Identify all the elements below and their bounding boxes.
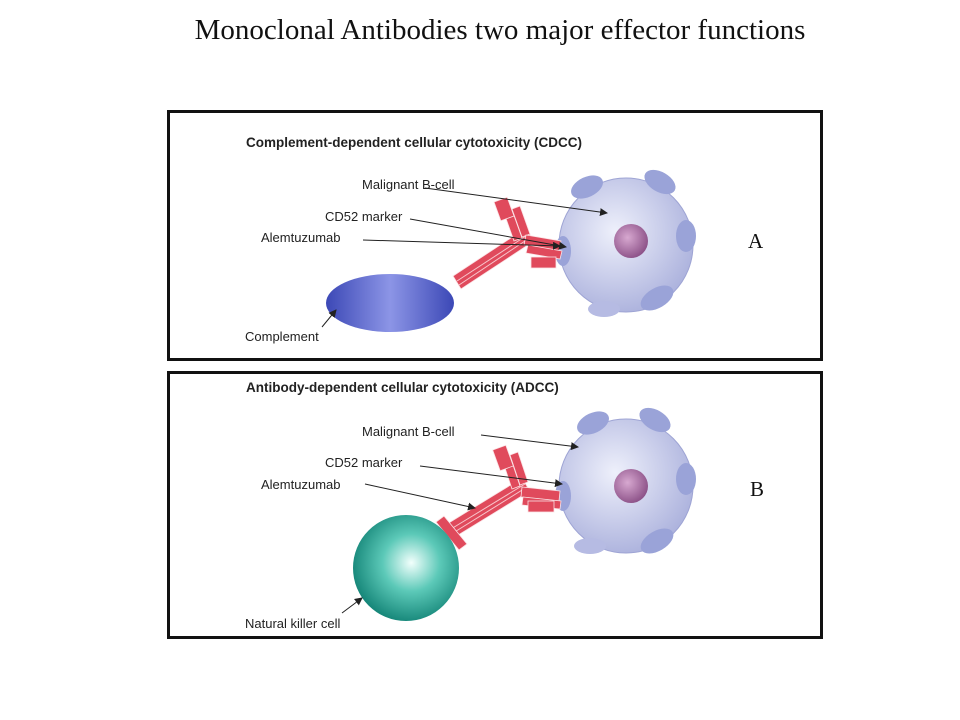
slide-title: Monoclonal Antibodies two major effector… bbox=[194, 14, 806, 46]
label-complement: Complement bbox=[245, 329, 319, 344]
label-alemtuzumab: Alemtuzumab bbox=[261, 477, 341, 492]
panel-heading: Antibody-dependent cellular cytotoxicity… bbox=[246, 380, 559, 395]
nucleus bbox=[614, 224, 648, 258]
malignant-b-cell bbox=[555, 169, 696, 317]
natural-killer-cell bbox=[353, 515, 459, 621]
label-cd52-marker: CD52 marker bbox=[325, 455, 403, 470]
panel-heading: Complement-dependent cellular cytotoxici… bbox=[246, 135, 583, 150]
label-arrows bbox=[341, 434, 579, 614]
label-cd52-marker: CD52 marker bbox=[325, 209, 403, 224]
adcc-diagram bbox=[341, 407, 696, 621]
panel-adcc: Antibody-dependent cellular cytotoxicity… bbox=[167, 371, 823, 639]
panel-cdcc: Complement-dependent cellular cytotoxici… bbox=[167, 110, 823, 361]
alemtuzumab-antibody bbox=[452, 196, 563, 290]
label-arrows bbox=[321, 187, 608, 328]
alemtuzumab-antibody bbox=[435, 444, 562, 551]
label-malignant-b-cell: Malignant B-cell bbox=[362, 177, 455, 192]
label-malignant-b-cell: Malignant B-cell bbox=[362, 424, 455, 439]
label-natural-killer-cell: Natural killer cell bbox=[245, 616, 341, 631]
label-alemtuzumab: Alemtuzumab bbox=[261, 230, 341, 245]
panel-letter-a: A bbox=[748, 229, 764, 253]
complement-protein bbox=[326, 274, 454, 332]
panel-letter-b: B bbox=[750, 477, 765, 501]
nucleus bbox=[614, 469, 648, 503]
malignant-b-cell bbox=[555, 407, 696, 554]
cdcc-diagram bbox=[321, 169, 696, 332]
